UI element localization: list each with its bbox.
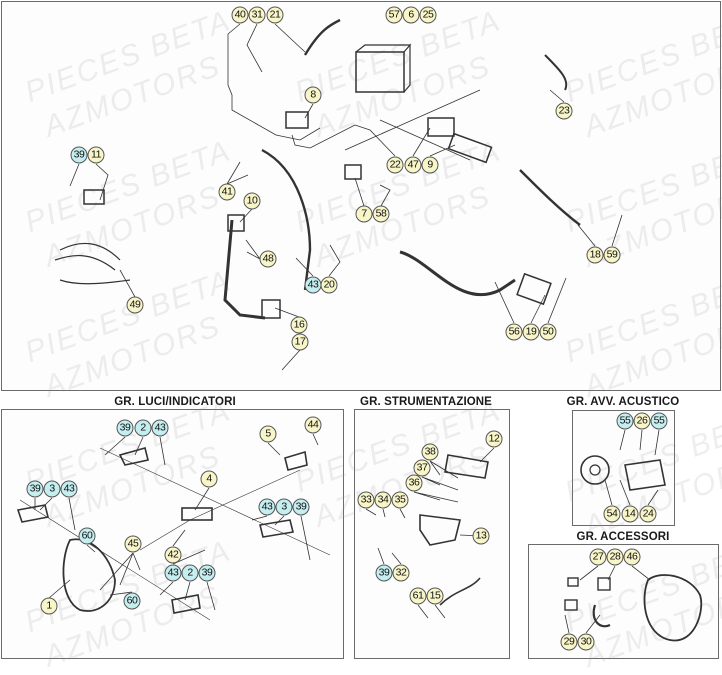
part-callout-47[interactable]: 47 bbox=[404, 156, 422, 174]
part-callout-39[interactable]: 39 bbox=[26, 480, 44, 498]
part-callout-19[interactable]: 19 bbox=[522, 323, 540, 341]
part-callout-8[interactable]: 8 bbox=[304, 86, 322, 104]
part-callout-45[interactable]: 45 bbox=[124, 535, 142, 553]
part-callout-22[interactable]: 22 bbox=[386, 156, 404, 174]
part-callout-61[interactable]: 61 bbox=[409, 587, 427, 605]
part-callout-33[interactable]: 33 bbox=[357, 491, 375, 509]
part-callout-1[interactable]: 1 bbox=[40, 597, 58, 615]
panel-accessori bbox=[528, 544, 719, 659]
part-callout-39[interactable]: 39 bbox=[70, 146, 88, 164]
part-callout-36[interactable]: 36 bbox=[405, 474, 423, 492]
part-callout-6[interactable]: 6 bbox=[402, 6, 420, 24]
panel-luci-indicatori bbox=[1, 409, 344, 659]
part-callout-43[interactable]: 43 bbox=[258, 498, 276, 516]
part-callout-41[interactable]: 41 bbox=[218, 183, 236, 201]
part-callout-3[interactable]: 3 bbox=[275, 498, 293, 516]
part-callout-39[interactable]: 39 bbox=[198, 564, 216, 582]
part-callout-55[interactable]: 55 bbox=[650, 412, 668, 430]
part-callout-42[interactable]: 42 bbox=[164, 546, 182, 564]
part-callout-54[interactable]: 54 bbox=[603, 505, 621, 523]
part-callout-27[interactable]: 27 bbox=[589, 548, 607, 566]
part-callout-11[interactable]: 11 bbox=[87, 146, 105, 164]
part-callout-9[interactable]: 9 bbox=[421, 156, 439, 174]
part-callout-32[interactable]: 32 bbox=[392, 564, 410, 582]
part-callout-38[interactable]: 38 bbox=[421, 443, 439, 461]
part-callout-25[interactable]: 25 bbox=[419, 6, 437, 24]
part-callout-35[interactable]: 35 bbox=[391, 491, 409, 509]
part-callout-3[interactable]: 3 bbox=[43, 480, 61, 498]
part-callout-37[interactable]: 37 bbox=[413, 459, 431, 477]
part-callout-15[interactable]: 15 bbox=[426, 587, 444, 605]
part-callout-43[interactable]: 43 bbox=[151, 419, 169, 437]
part-callout-20[interactable]: 20 bbox=[320, 276, 338, 294]
part-callout-30[interactable]: 30 bbox=[577, 633, 595, 651]
part-callout-2[interactable]: 2 bbox=[134, 419, 152, 437]
part-callout-29[interactable]: 29 bbox=[560, 633, 578, 651]
part-callout-24[interactable]: 24 bbox=[639, 505, 657, 523]
part-callout-2[interactable]: 2 bbox=[181, 564, 199, 582]
part-callout-4[interactable]: 4 bbox=[200, 470, 218, 488]
part-callout-46[interactable]: 46 bbox=[623, 548, 641, 566]
part-callout-58[interactable]: 58 bbox=[372, 205, 390, 223]
part-callout-21[interactable]: 21 bbox=[266, 6, 284, 24]
part-callout-39[interactable]: 39 bbox=[116, 419, 134, 437]
part-callout-34[interactable]: 34 bbox=[374, 491, 392, 509]
part-callout-48[interactable]: 48 bbox=[259, 250, 277, 268]
part-callout-43[interactable]: 43 bbox=[164, 564, 182, 582]
part-callout-13[interactable]: 13 bbox=[472, 527, 490, 545]
part-callout-17[interactable]: 17 bbox=[291, 333, 309, 351]
part-callout-28[interactable]: 28 bbox=[606, 548, 624, 566]
part-callout-59[interactable]: 59 bbox=[603, 246, 621, 264]
part-callout-57[interactable]: 57 bbox=[385, 6, 403, 24]
section-title-avv-acustico: GR. AVV. ACUSTICO bbox=[566, 396, 680, 408]
section-title-strumentazione: GR. STRUMENTAZIONE bbox=[360, 396, 492, 408]
part-callout-16[interactable]: 16 bbox=[290, 316, 308, 334]
part-callout-60[interactable]: 60 bbox=[123, 592, 141, 610]
part-callout-56[interactable]: 56 bbox=[505, 323, 523, 341]
part-callout-60[interactable]: 60 bbox=[78, 527, 96, 545]
part-callout-43[interactable]: 43 bbox=[60, 480, 78, 498]
part-callout-44[interactable]: 44 bbox=[304, 416, 322, 434]
part-callout-7[interactable]: 7 bbox=[355, 205, 373, 223]
section-title-luci: GR. LUCI/INDICATORI bbox=[114, 396, 236, 408]
part-callout-12[interactable]: 12 bbox=[485, 430, 503, 448]
part-callout-31[interactable]: 31 bbox=[248, 6, 266, 24]
part-callout-55[interactable]: 55 bbox=[616, 412, 634, 430]
part-callout-43[interactable]: 43 bbox=[304, 276, 322, 294]
section-title-accessori: GR. ACCESSORI bbox=[576, 531, 670, 543]
part-callout-39[interactable]: 39 bbox=[375, 564, 393, 582]
part-callout-23[interactable]: 23 bbox=[555, 102, 573, 120]
main-wiring-panel bbox=[1, 1, 721, 391]
part-callout-10[interactable]: 10 bbox=[243, 192, 261, 210]
part-callout-40[interactable]: 40 bbox=[231, 6, 249, 24]
part-callout-50[interactable]: 50 bbox=[539, 323, 557, 341]
part-callout-26[interactable]: 26 bbox=[633, 412, 651, 430]
part-callout-5[interactable]: 5 bbox=[259, 425, 277, 443]
part-callout-18[interactable]: 18 bbox=[586, 246, 604, 264]
part-callout-39[interactable]: 39 bbox=[292, 498, 310, 516]
part-callout-14[interactable]: 14 bbox=[621, 505, 639, 523]
part-callout-49[interactable]: 49 bbox=[126, 296, 144, 314]
